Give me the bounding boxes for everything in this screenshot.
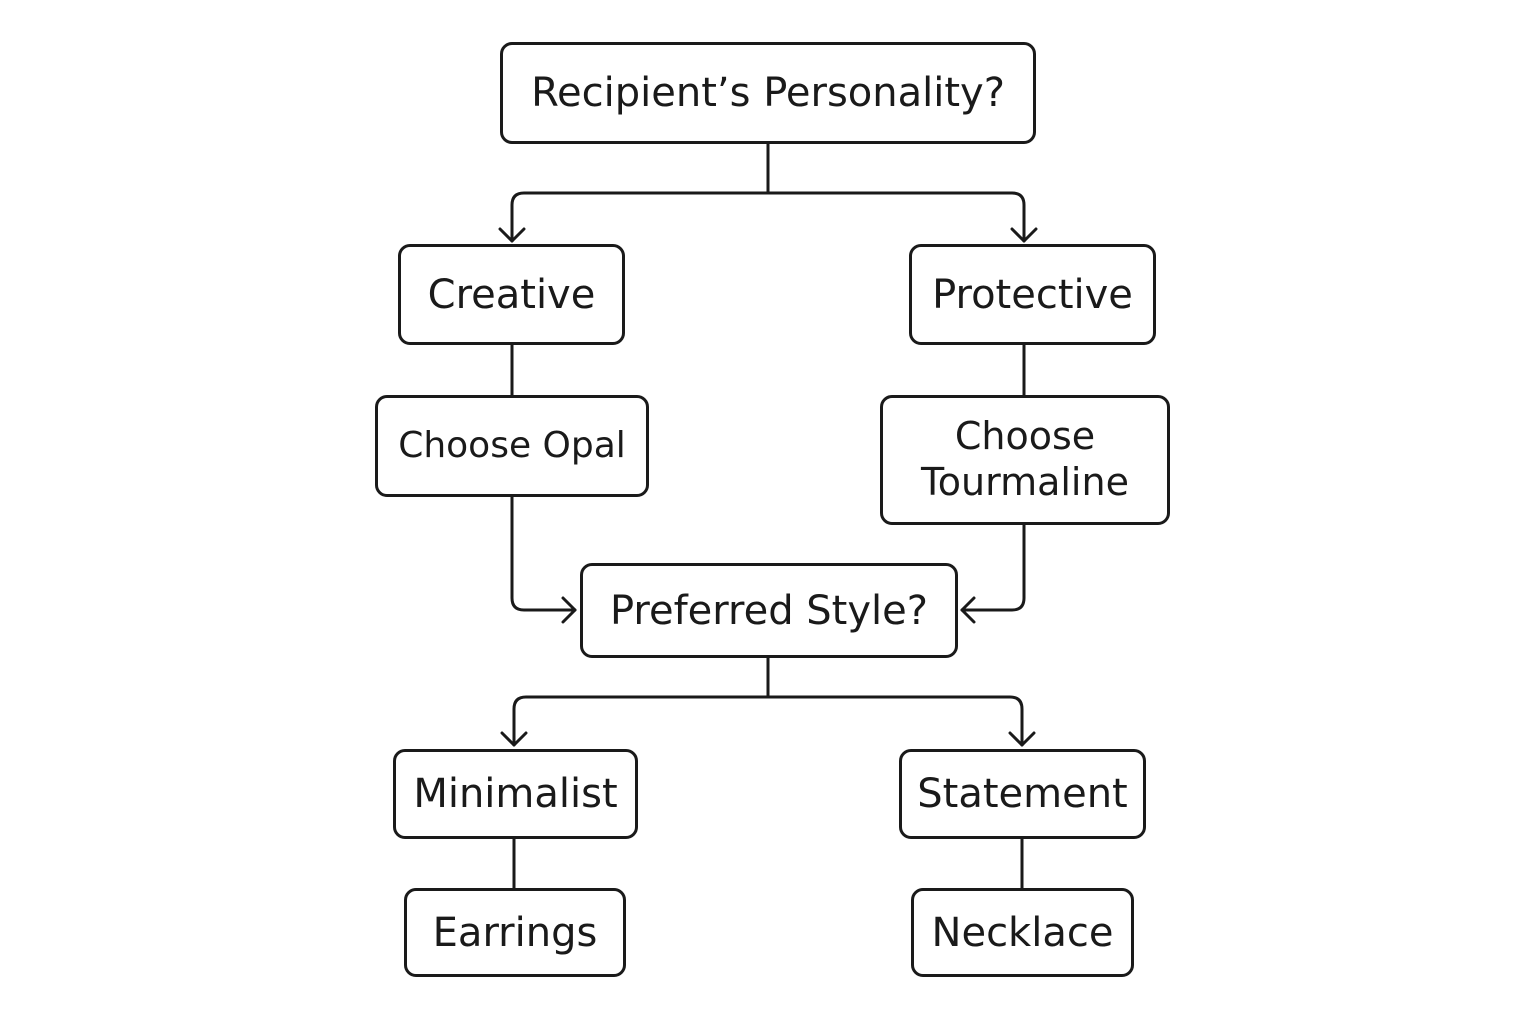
- protective-node: Protective: [909, 244, 1156, 345]
- creative-node: Creative: [398, 244, 625, 345]
- choose-tourmaline-node: Choose Tourmaline: [880, 395, 1170, 525]
- connector-style-to-minimalist: [512, 695, 770, 747]
- minimalist-label: Minimalist: [413, 771, 618, 817]
- arrowhead-protective: [1010, 227, 1038, 243]
- style-question-node: Preferred Style?: [580, 563, 958, 658]
- connector-style-to-statement: [766, 695, 1024, 747]
- minimalist-node: Minimalist: [393, 749, 638, 839]
- style-question-label: Preferred Style?: [609, 587, 928, 634]
- arrowhead-creative: [498, 227, 526, 243]
- statement-node: Statement: [899, 749, 1146, 839]
- necklace-label: Necklace: [931, 909, 1114, 956]
- connector-root-to-creative: [510, 191, 770, 243]
- connector-tourmaline-to-style: [960, 523, 1026, 612]
- root-question-node: Recipient’s Personality?: [500, 42, 1036, 144]
- arrowhead-minimalist: [500, 731, 528, 747]
- arrowhead-statement: [1008, 731, 1036, 747]
- arrowhead-style-right: [960, 596, 976, 624]
- choose-tourmaline-label: Choose Tourmaline: [921, 414, 1129, 504]
- earrings-label: Earrings: [432, 909, 598, 956]
- choose-opal-label: Choose Opal: [398, 425, 626, 467]
- protective-label: Protective: [932, 271, 1133, 318]
- creative-label: Creative: [427, 271, 596, 318]
- statement-label: Statement: [917, 771, 1128, 817]
- earrings-node: Earrings: [404, 888, 626, 977]
- choose-opal-node: Choose Opal: [375, 395, 649, 497]
- necklace-node: Necklace: [911, 888, 1134, 977]
- connector-root-to-protective: [766, 191, 1026, 243]
- arrowhead-style-left: [561, 596, 577, 624]
- connector-opal-to-style: [510, 495, 577, 612]
- root-question-label: Recipient’s Personality?: [531, 70, 1005, 116]
